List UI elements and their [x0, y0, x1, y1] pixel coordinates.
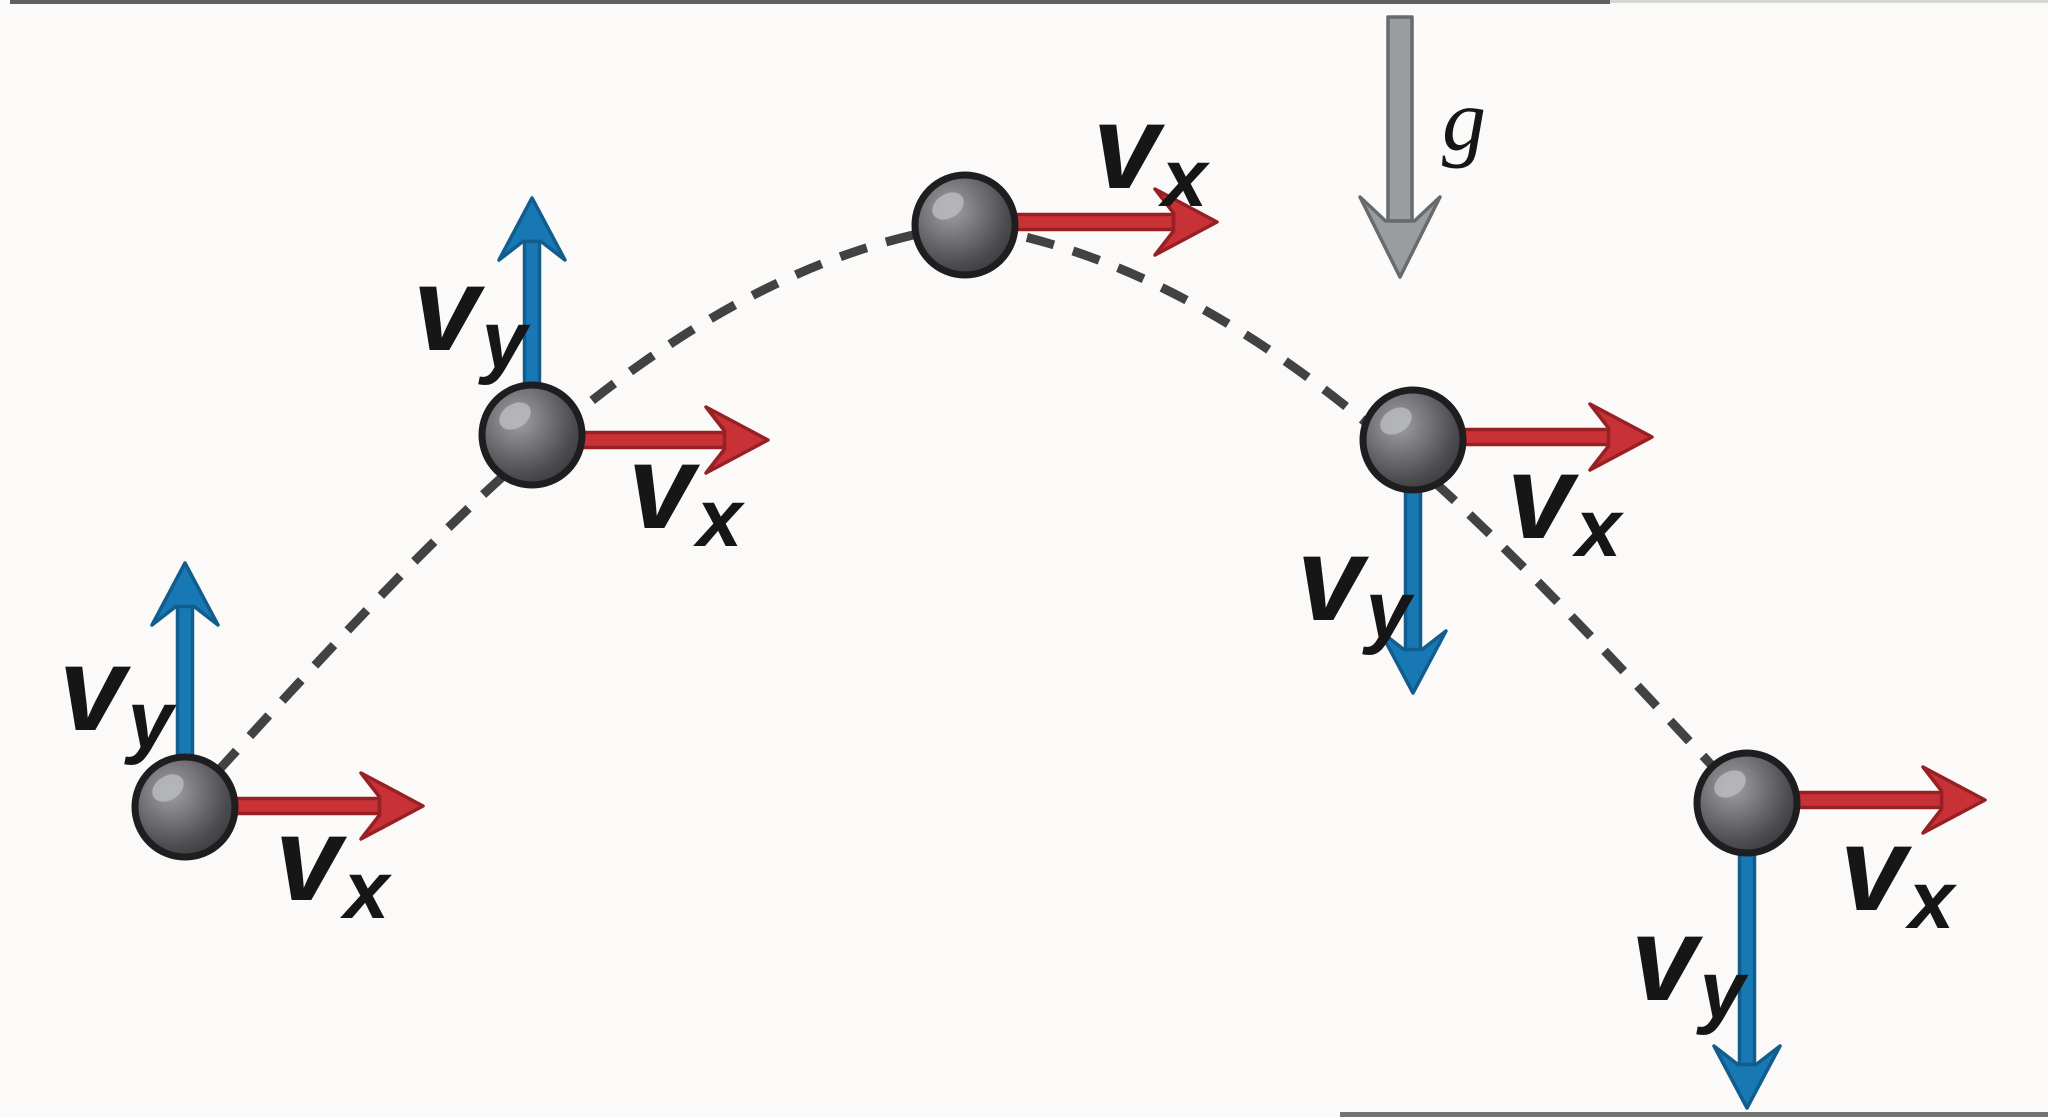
vy-label-ball-4: vy — [1297, 512, 1416, 656]
vx-arrow-ball-4 — [1457, 402, 1654, 472]
vx-arrow-ball-2 — [576, 405, 770, 475]
ball-2-rising-highlight — [499, 402, 531, 430]
vx-label-ball-3: vx — [1093, 80, 1211, 224]
vy-label-ball-1-subscript: y — [124, 675, 178, 766]
vx-label-ball-5-subscript: x — [1905, 855, 1958, 946]
gravity-arrow-shaft — [1386, 15, 1414, 223]
vy-label-ball-4-subscript: y — [1362, 565, 1416, 656]
ball-1-launch — [131, 753, 239, 861]
vy-label-ball-5-subscript: y — [1696, 945, 1750, 1036]
vy-label-ball-1-main: v — [59, 622, 132, 756]
ball-2-rising — [478, 381, 586, 489]
trajectory-dashed-path — [181, 220, 1751, 811]
vx-label-ball-5: vx — [1840, 802, 1958, 946]
gravity-label: g — [1442, 73, 1486, 170]
vx-label-ball-3-subscript: x — [1158, 133, 1211, 224]
ball-3-apex-sphere — [911, 171, 1019, 279]
projectile-balls-layer — [131, 171, 1801, 861]
vx-arrow-ball-3-shaft — [1009, 212, 1176, 232]
ball-4-falling-sphere — [1359, 386, 1467, 494]
vx-arrow-ball-1-head — [359, 771, 425, 841]
ball-5-landing — [1693, 749, 1801, 857]
vy-arrow-ball-1 — [150, 561, 220, 762]
vy-label-ball-4-main: v — [1297, 512, 1370, 646]
ball-4-falling — [1359, 386, 1467, 494]
vy-label-ball-5-main: v — [1631, 892, 1704, 1026]
vx-label-ball-4: vx — [1507, 430, 1625, 574]
ball-4-falling-highlight — [1380, 407, 1412, 435]
vy-label-ball-2: vy — [413, 242, 532, 386]
vx-label-ball-1-subscript: x — [340, 845, 393, 936]
vx-label-ball-1: vx — [275, 792, 393, 936]
vx-arrow-ball-2-head — [704, 405, 770, 475]
vx-label-ball-1-main: v — [275, 792, 348, 926]
gravity-arrow-head — [1358, 195, 1442, 279]
vx-label-ball-2-subscript: x — [693, 473, 746, 564]
vy-arrow-ball-4 — [1378, 484, 1448, 695]
vx-label-ball-4-subscript: x — [1572, 483, 1625, 574]
vy-arrow-ball-2-head — [497, 196, 567, 262]
vx-arrow-ball-3-head — [1153, 187, 1219, 257]
ball-1-launch-sphere — [131, 753, 239, 861]
vy-arrow-ball-1-shaft — [175, 604, 195, 762]
vx-label-ball-4-main: v — [1507, 430, 1580, 564]
vy-label-ball-5: vy — [1631, 892, 1750, 1036]
vx-label-ball-5-main: v — [1840, 802, 1913, 936]
ball-2-rising-sphere — [478, 381, 586, 489]
vy-label-ball-1: vy — [59, 622, 178, 766]
vy-arrow-ball-5-head — [1712, 1044, 1782, 1110]
vx-label-ball-2: vx — [628, 420, 746, 564]
gravity-label-main: g — [1442, 73, 1486, 170]
vy-label-ball-2-subscript: y — [478, 295, 532, 386]
ball-5-landing-highlight — [1714, 770, 1746, 798]
vy-arrow-ball-4-head — [1378, 629, 1448, 695]
vx-label-ball-3-main: v — [1093, 80, 1166, 214]
ball-1-launch-highlight — [152, 774, 184, 802]
ball-3-apex — [911, 171, 1019, 279]
velocity-arrows-layer — [150, 15, 1987, 1110]
vx-arrow-ball-5-head — [1921, 765, 1987, 835]
vx-arrow-ball-4-head — [1588, 402, 1654, 472]
vx-label-ball-2-main: v — [628, 420, 701, 554]
ball-3-apex-highlight — [932, 192, 964, 220]
gravity-arrow — [1358, 15, 1442, 279]
vy-arrow-ball-1-head — [150, 561, 220, 627]
ball-5-landing-sphere — [1693, 749, 1801, 857]
vy-label-ball-2-main: v — [413, 242, 486, 376]
